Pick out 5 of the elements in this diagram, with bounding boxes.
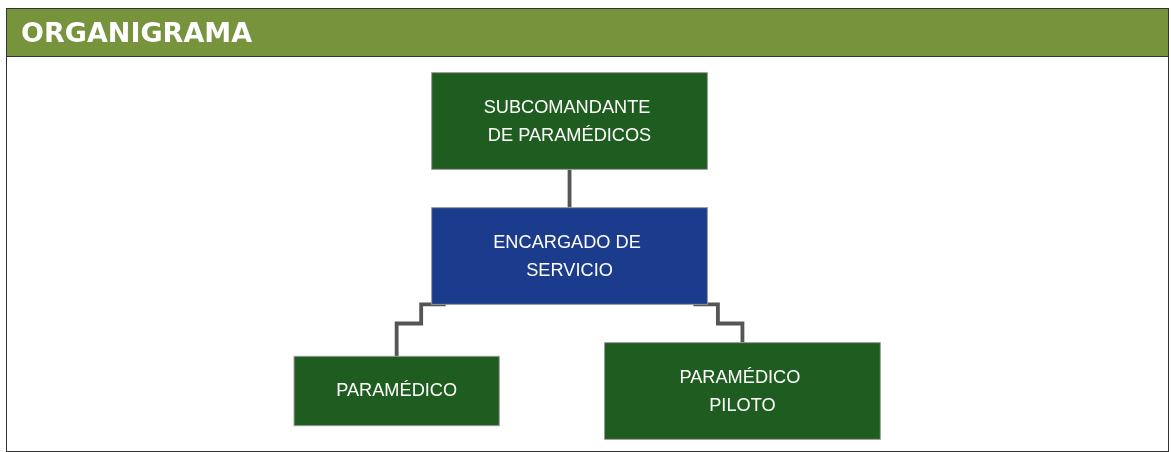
node-box: SUBCOMANDANTE DE PARAMÉDICOS — [431, 72, 709, 170]
node-box: PARAMÉDICO — [293, 355, 501, 427]
node-box: ENCARGADO DE SERVICIO — [431, 207, 709, 305]
header-bar-title: ORGANIGRAMA — [7, 9, 1168, 57]
node-box: PARAMÉDICO PILOTO — [604, 342, 882, 440]
